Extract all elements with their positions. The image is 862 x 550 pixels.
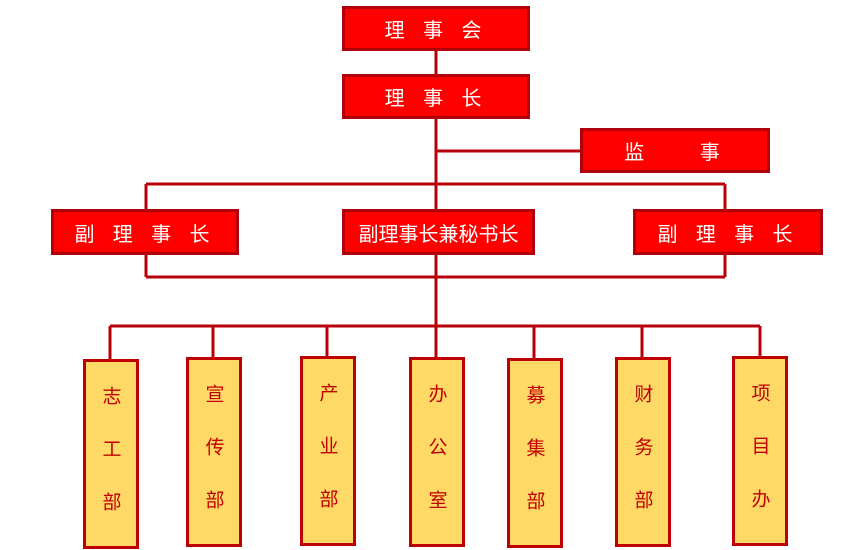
department-label-6: 财务部 bbox=[631, 384, 654, 543]
supervisor-label: 监 事 bbox=[624, 140, 726, 164]
department-box-7: 项目办 bbox=[732, 356, 788, 546]
vice-chair-secretary-label: 副理事长兼秘书长 bbox=[358, 221, 519, 246]
department-box-1: 志工部 bbox=[83, 359, 139, 549]
department-box-2: 宣传部 bbox=[186, 357, 242, 547]
council-box: 理 事 会 bbox=[342, 6, 530, 51]
supervisor-box: 监 事 bbox=[580, 128, 770, 173]
department-label-1: 志工部 bbox=[99, 386, 122, 545]
department-label-7: 项目办 bbox=[748, 383, 771, 542]
vice-chair-right-box: 副 理 事 长 bbox=[633, 209, 823, 255]
department-label-5: 募集部 bbox=[523, 385, 546, 544]
department-label-3: 产业部 bbox=[316, 383, 339, 542]
department-label-4: 办公室 bbox=[425, 384, 448, 543]
vice-chair-left-label: 副 理 事 长 bbox=[74, 221, 216, 246]
department-box-5: 募集部 bbox=[507, 358, 563, 548]
chairman-box: 理 事 长 bbox=[342, 74, 530, 119]
vice-chair-secretary-box: 副理事长兼秘书长 bbox=[342, 209, 535, 255]
department-box-4: 办公室 bbox=[409, 357, 465, 547]
department-label-2: 宣传部 bbox=[202, 384, 225, 543]
department-box-6: 财务部 bbox=[615, 357, 671, 547]
vice-chair-left-box: 副 理 事 长 bbox=[51, 209, 239, 255]
council-label: 理 事 会 bbox=[384, 18, 488, 42]
vice-chair-right-label: 副 理 事 长 bbox=[657, 221, 799, 246]
department-box-3: 产业部 bbox=[300, 356, 356, 546]
chairman-label: 理 事 长 bbox=[384, 86, 488, 110]
